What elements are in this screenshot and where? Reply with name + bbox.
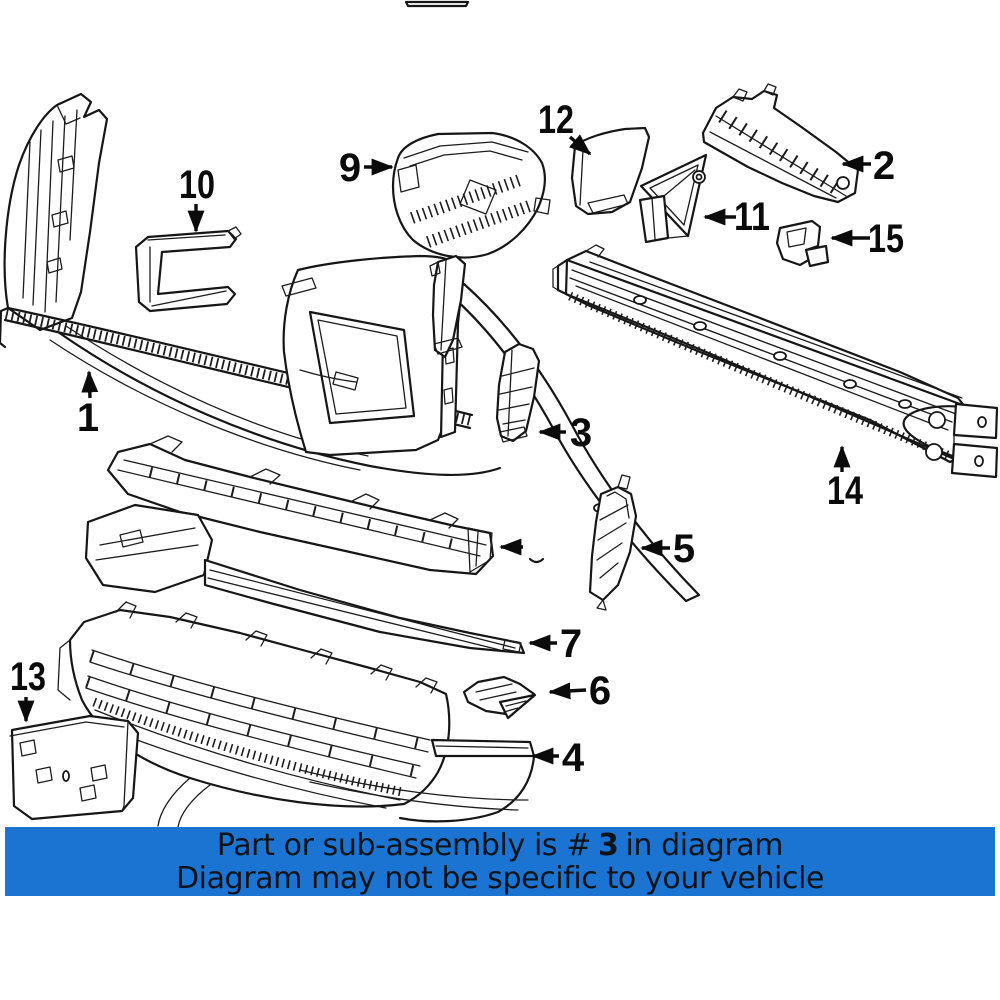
callout-number: 3 — [570, 411, 592, 455]
dash-mark — [528, 557, 545, 564]
callout-number: 6 — [589, 669, 611, 713]
banner-line1-suffix: in diagram — [625, 827, 784, 863]
callout-15: 15 — [830, 217, 904, 261]
banner-line-2: Diagram may not be specific to your vehi… — [175, 860, 825, 896]
callout-5: 5 — [640, 527, 695, 571]
callout-number: 1 — [77, 396, 99, 440]
callout-4: 4 — [531, 736, 585, 780]
callout-number: 13 — [10, 655, 46, 699]
callout-arrow — [548, 682, 587, 700]
callout-11: 11 — [703, 195, 770, 239]
callout-arrow — [81, 370, 99, 399]
part-9-bracket — [391, 131, 551, 259]
part-pillar-bracket — [429, 254, 467, 359]
part-12-panel — [570, 126, 651, 216]
banner-part-number: 3 — [598, 827, 619, 863]
part-3-bracket — [495, 342, 541, 443]
callout-1: 1 — [77, 370, 99, 440]
callout-number: 12 — [538, 98, 574, 142]
part-10-u-bracket — [134, 226, 242, 313]
callout-number: 14 — [827, 469, 864, 513]
part-7-lower-stiffener — [84, 503, 526, 655]
callout-7: 7 — [528, 622, 582, 666]
callout-6: 6 — [548, 669, 611, 713]
top-edge-cutoff-part — [404, 0, 470, 8]
callout-number: 2 — [873, 144, 895, 188]
part-5-bracket — [588, 474, 638, 611]
part-11-bracket — [638, 153, 708, 244]
part-13-license-bracket — [9, 714, 140, 821]
part-2-rail — [701, 83, 860, 204]
callout-number: 7 — [560, 622, 582, 666]
callout-number: 4 — [562, 736, 585, 780]
part-center-absorber — [106, 435, 495, 576]
part-4-bumper-cover-lower — [57, 601, 536, 828]
part-14-impact-bar — [552, 244, 999, 479]
callout-number: 9 — [339, 146, 361, 190]
callout-number: 10 — [179, 163, 215, 207]
part-6-deflector — [462, 675, 537, 720]
callout-number: 11 — [734, 195, 770, 239]
callout-number: 5 — [673, 527, 695, 571]
banner-line1-prefix: Part or sub-assembly is # — [216, 827, 592, 863]
part-side-bracket-left — [3, 92, 109, 332]
callout-arrow — [568, 134, 592, 156]
callout-14: 14 — [827, 445, 864, 513]
callout-9: 9 — [339, 146, 394, 190]
callout-3: 3 — [538, 411, 592, 455]
callout-2: 2 — [841, 144, 895, 188]
callout-13: 13 — [10, 655, 46, 723]
callout-12: 12 — [538, 98, 592, 156]
callout-number: 15 — [868, 217, 904, 261]
callout-10: 10 — [179, 163, 215, 233]
part-15-clip — [775, 219, 830, 268]
